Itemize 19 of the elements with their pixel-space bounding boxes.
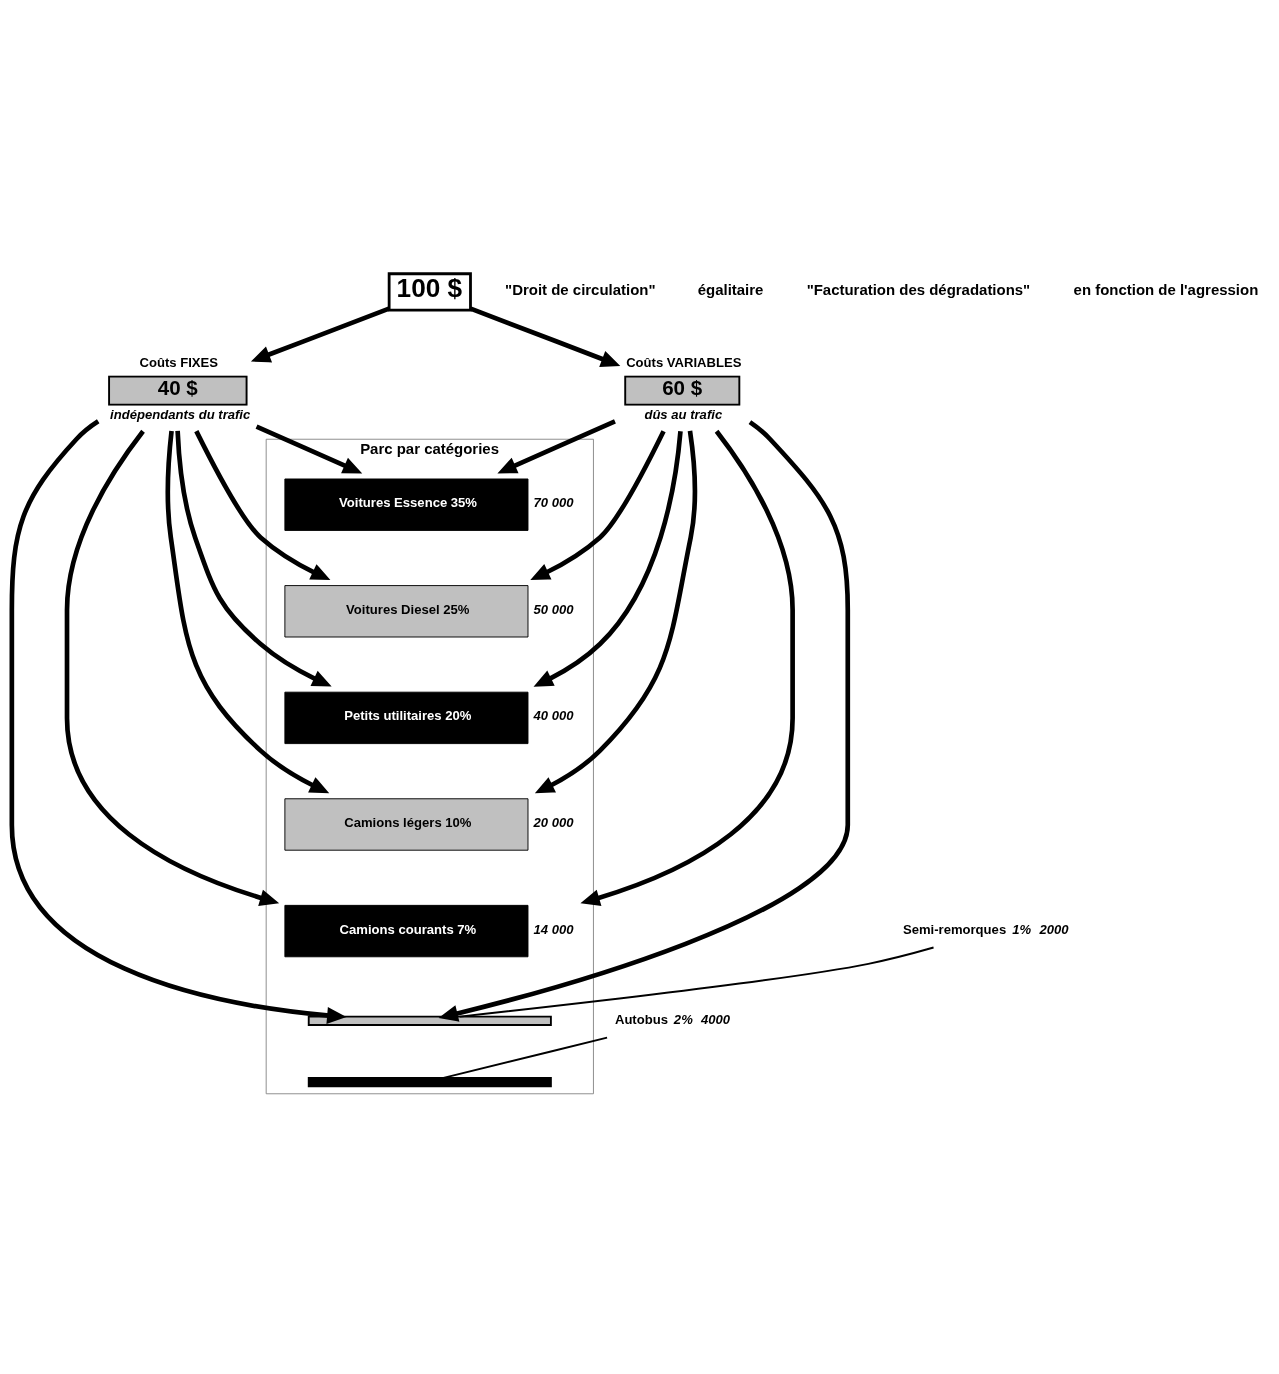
node-label: Coûts VARIABLES [626, 354, 742, 370]
label: "Droit de circulation" [505, 280, 656, 298]
node-text: Semi-remorques [902, 921, 1007, 937]
label: égalitaire [697, 280, 764, 298]
node-label: 1% [1012, 921, 1032, 937]
node-label: 4000 [700, 1011, 731, 1027]
node-label: 14 000 [533, 921, 574, 937]
label: en fonction de l'agression [1073, 280, 1259, 298]
node-label: 50 000 [533, 601, 574, 617]
node-label: dûs au trafic [644, 406, 723, 422]
node-label: indépendants du trafic [110, 406, 251, 422]
node-label: 70 000 [533, 494, 574, 510]
node-label: 2% [673, 1011, 693, 1027]
node-label: 2000 [1039, 921, 1069, 937]
node-label: 40 000 [533, 707, 574, 723]
node-label: Coûts FIXES [139, 354, 218, 370]
label: "Facturation des dégradations" [806, 280, 1031, 298]
node-label: 20 000 [533, 814, 574, 830]
node-text: Autobus [614, 1011, 668, 1027]
